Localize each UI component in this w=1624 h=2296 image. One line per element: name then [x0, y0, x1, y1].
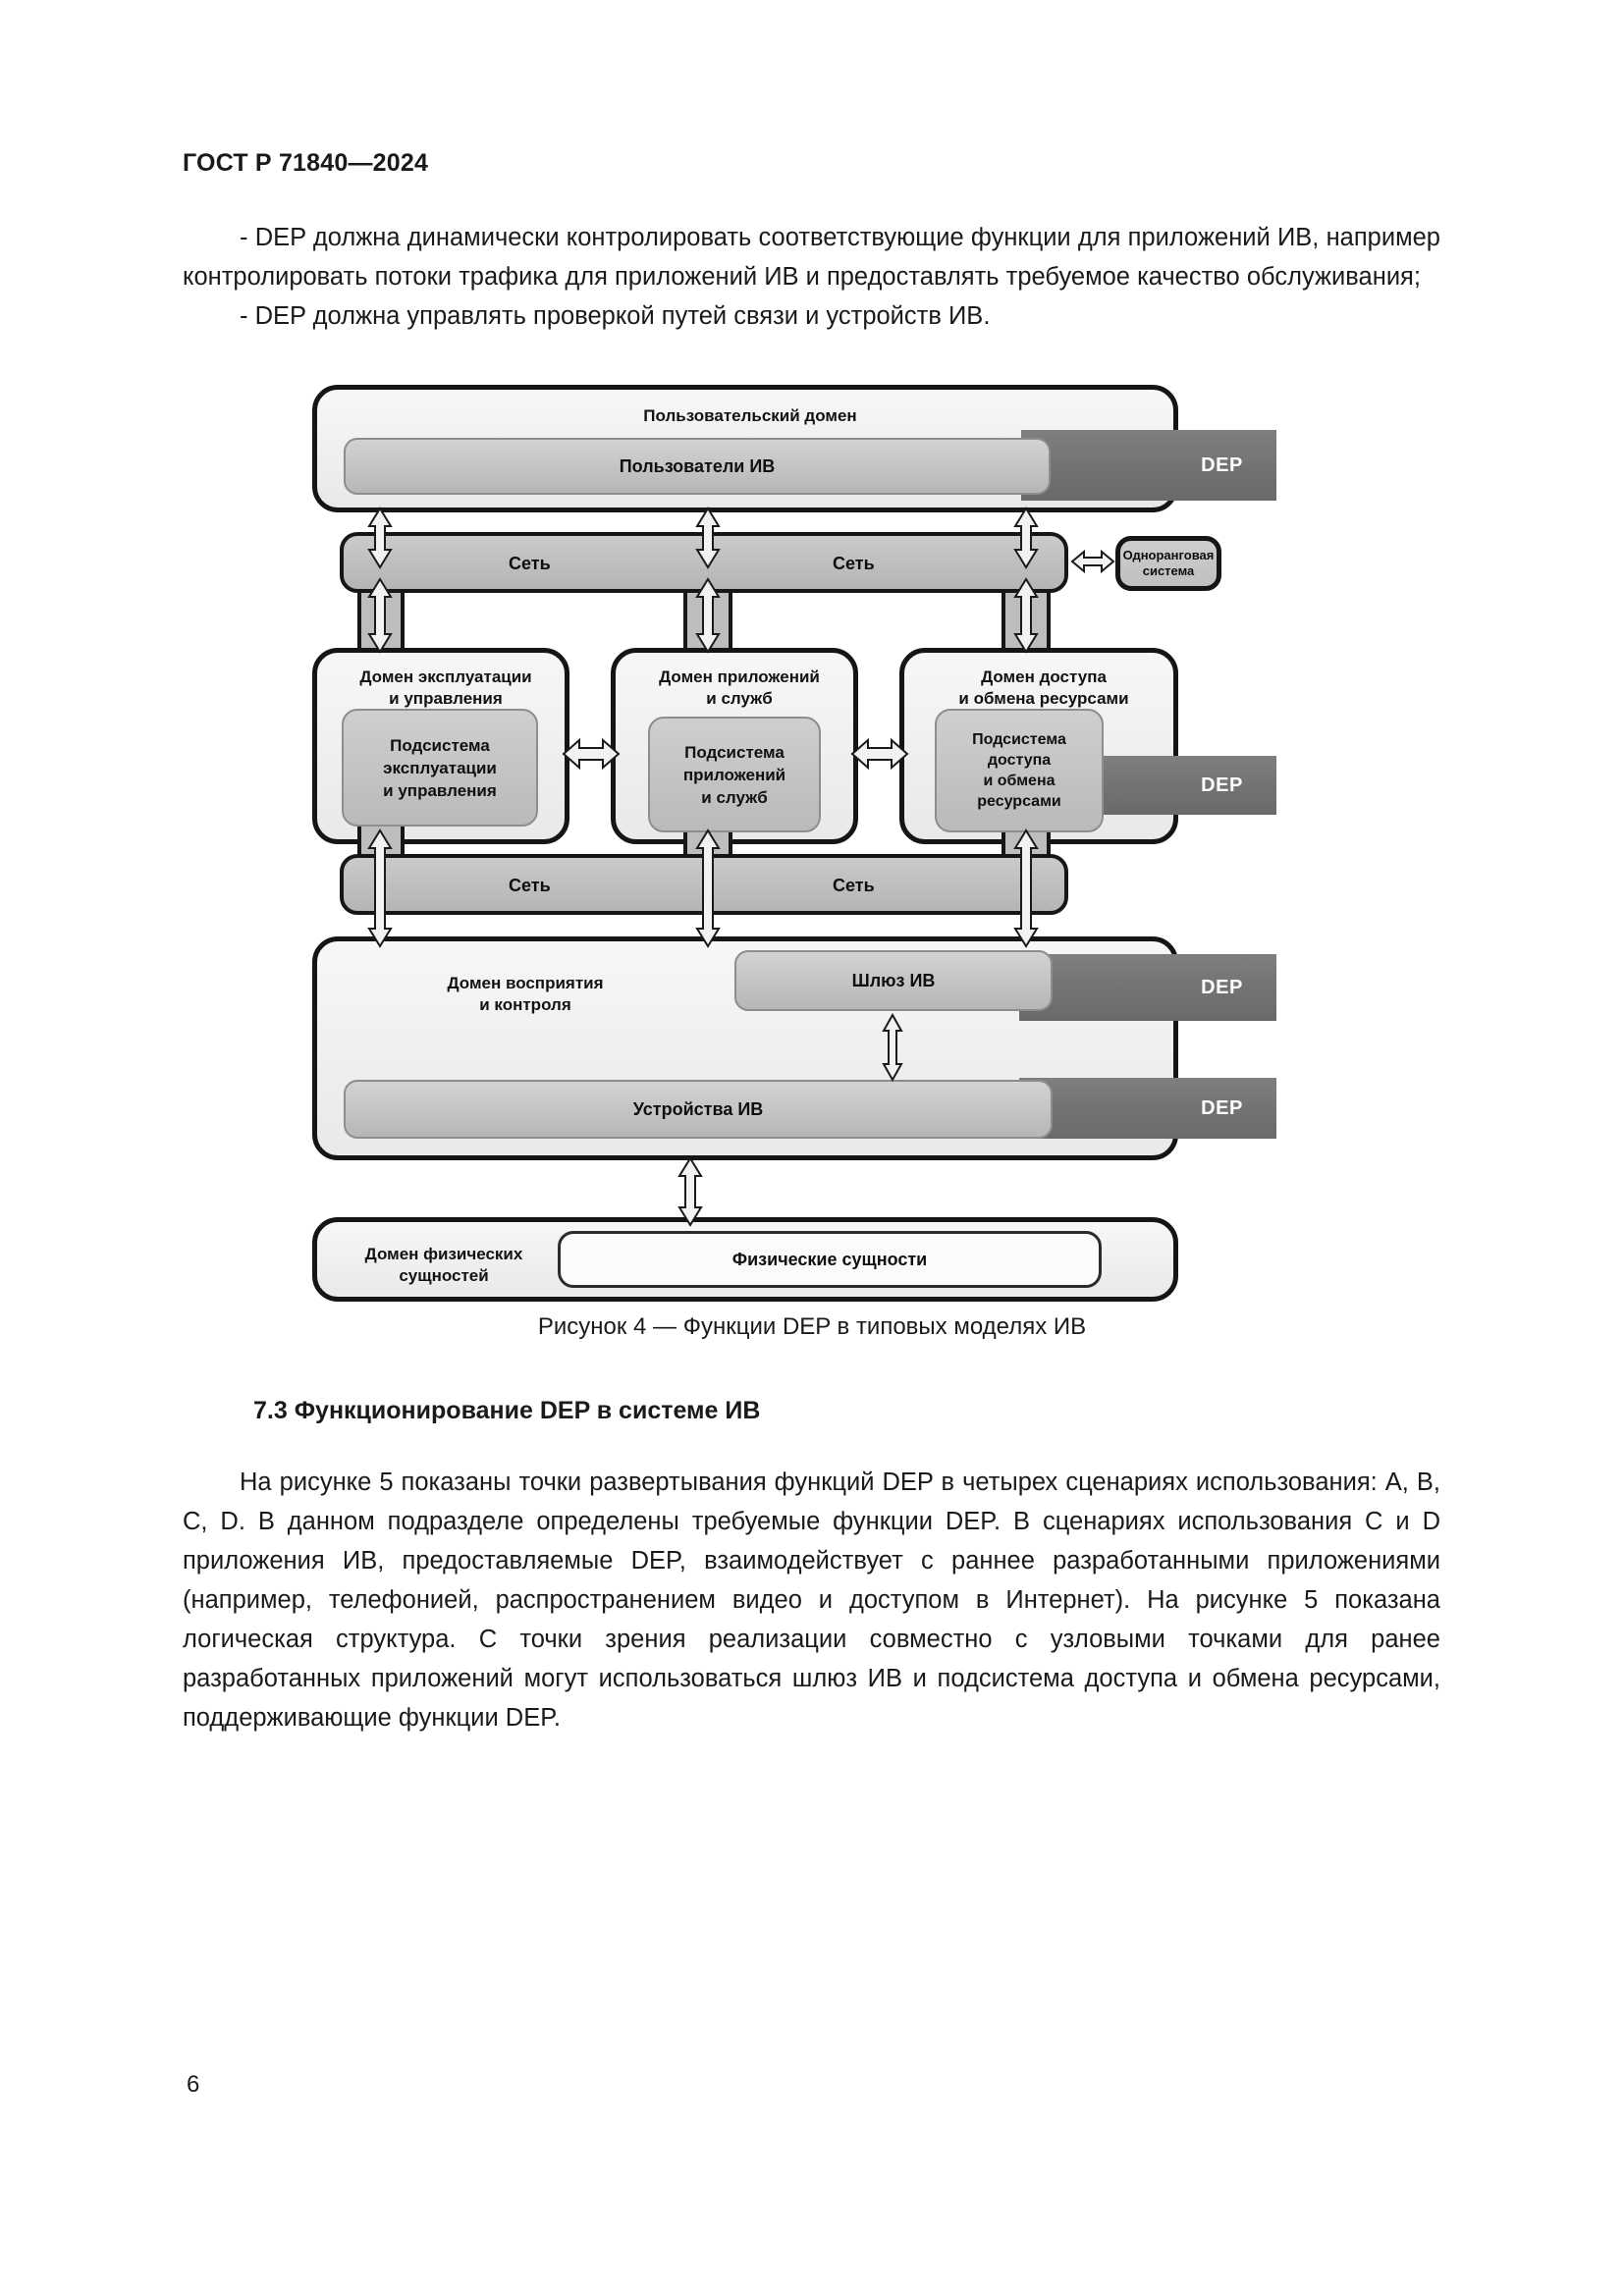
dep-tab-devices: DEP [1019, 1078, 1276, 1139]
arrow-network-to-access [1013, 577, 1039, 654]
network-label-lower-left: Сеть [509, 876, 551, 895]
intro-paragraphs: - DEP должна динамически контролировать … [183, 218, 1440, 336]
physical-entities-pill: Физические сущности [558, 1231, 1102, 1288]
document-header: ГОСТ Р 71840—2024 [183, 149, 429, 177]
dep-tab-gateway: DEP [1019, 954, 1276, 1021]
arrow-sensing-to-physical [677, 1156, 703, 1227]
user-domain-title: Пользовательский домен [643, 406, 857, 425]
physical-domain-title: Домен физических сущностей [364, 1245, 523, 1285]
iot-gateway-bar: Шлюз ИВ [734, 950, 1053, 1011]
arrow-apps-to-network-lower [695, 828, 721, 948]
section-7-3-body: На рисунке 5 показаны точки развертывани… [183, 1463, 1440, 1737]
arrow-network-to-apps [695, 577, 721, 654]
section-7-3: 7.3 Функционирование DEP в системе ИВ [183, 1392, 1440, 1429]
arrow-user-to-network-left [367, 507, 393, 569]
applications-domain-title: Домен приложений и служб [659, 667, 820, 708]
operations-domain-title: Домен эксплуатации и управления [359, 667, 532, 708]
arrow-user-to-network-middle [695, 507, 721, 569]
page-number: 6 [187, 2071, 200, 2098]
applications-subsystem-box: Подсистема приложений и служб [648, 717, 821, 832]
arrow-apps-to-access [850, 738, 909, 770]
arrow-gateway-to-devices [882, 1013, 903, 1082]
figure-4-caption: Рисунок 4 — Функции DEP в типовых моделя… [537, 1313, 1087, 1340]
network-label-upper-left: Сеть [509, 554, 551, 573]
arrow-ops-to-apps [562, 738, 621, 770]
user-domain-users-bar: Пользователи ИВ [344, 438, 1051, 495]
arrow-user-to-network-right [1013, 507, 1039, 569]
access-domain-title: Домен доступа и обмена ресурсами [958, 667, 1129, 708]
section-7-3-heading: 7.3 Функционирование DEP в системе ИВ [253, 1397, 761, 1424]
sensing-domain-title: Домен восприятия и контроля [447, 974, 604, 1014]
network-label-upper-right: Сеть [833, 554, 875, 573]
operations-subsystem-box: Подсистема эксплуатации и управления [342, 709, 538, 827]
paragraph-dep-path-check: - DEP должна управлять проверкой путей с… [240, 302, 991, 330]
dep-tab-access-domain: DEP [1070, 756, 1276, 815]
paragraph-dep-dynamic-control: - DEP должна динамически контролировать … [183, 224, 1440, 291]
network-label-lower-right: Сеть [833, 876, 875, 895]
peer-system-box: Одноранговая система [1115, 536, 1221, 591]
dep-tab-user-domain: DEP [1021, 430, 1276, 501]
iot-devices-bar: Устройства ИВ [344, 1080, 1053, 1139]
arrow-network-to-peer-system [1070, 550, 1115, 573]
figure-4-dep-functions: DEP Пользовательский домен Пользователи … [295, 385, 1414, 1302]
arrow-ops-to-network-lower [367, 828, 393, 948]
access-subsystem-box: Подсистема доступа и обмена ресурсами [935, 709, 1104, 832]
paragraph-use-cases: На рисунке 5 показаны точки развертывани… [183, 1468, 1440, 1732]
arrow-network-to-ops [367, 577, 393, 654]
arrow-access-to-network-lower [1013, 828, 1039, 948]
